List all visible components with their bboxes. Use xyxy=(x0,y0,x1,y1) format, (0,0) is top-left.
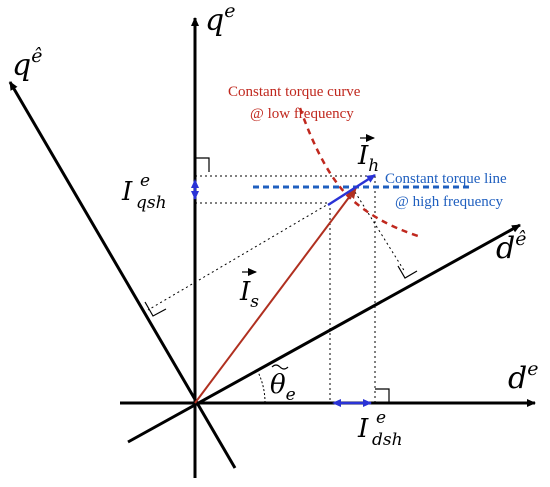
curve-note-line2: @ low frequency xyxy=(250,106,354,122)
svg-text:I: I xyxy=(121,177,133,207)
iqsh-label: I e qsh xyxy=(121,171,167,213)
svg-text:e: e xyxy=(376,408,386,428)
svg-text:dsh: dsh xyxy=(372,430,403,450)
qhat-axis-label: qê xyxy=(12,45,42,83)
is-label: Is xyxy=(239,268,259,312)
svg-text:Ih: Ih xyxy=(357,141,379,176)
svg-text:Is: Is xyxy=(239,277,259,312)
svg-text:I: I xyxy=(357,414,369,444)
right-angle-markers xyxy=(144,157,418,403)
curve-note-line1: Constant torque curve xyxy=(228,84,361,100)
line-note-line1: Constant torque line xyxy=(385,171,507,187)
line-note-line2: @ high frequency xyxy=(395,194,503,210)
svg-text:θe: θe xyxy=(270,370,296,405)
dhat-axis xyxy=(127,223,521,444)
angle-arc xyxy=(257,371,266,404)
is-vector xyxy=(194,187,357,404)
qhat-axis xyxy=(8,81,237,469)
ih-label: Ih xyxy=(357,134,379,176)
ih-vector xyxy=(327,173,376,207)
dhat-axis-label: dê xyxy=(496,228,526,266)
qe-axis-label: qe xyxy=(205,0,235,38)
theta-label: θe xyxy=(270,364,296,405)
idsh-label: I e dsh xyxy=(357,408,403,450)
svg-text:qsh: qsh xyxy=(136,193,167,213)
svg-text:e: e xyxy=(140,171,150,191)
de-axis-label: de xyxy=(508,358,538,396)
projection-lines xyxy=(147,175,406,403)
